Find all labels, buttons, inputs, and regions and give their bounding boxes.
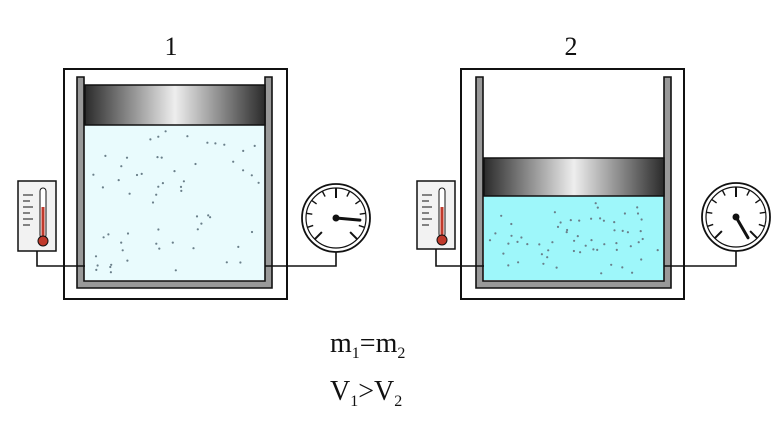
container-2-piston-icon	[483, 157, 665, 197]
container-2: 2	[416, 32, 771, 300]
container-1-pressure-gauge-icon	[301, 183, 371, 253]
container-1-gauge-wire	[265, 251, 337, 267]
container-2-walls	[475, 76, 672, 289]
container-2-gas	[484, 196, 664, 280]
container-2-pressure-gauge-icon	[701, 182, 771, 252]
container-1-piston-icon	[84, 84, 266, 126]
mass-equation: m1=m2	[330, 328, 405, 362]
container-1: 1	[17, 32, 371, 300]
container-2-thermometer-icon	[416, 180, 456, 250]
container-1-thermo-wire	[36, 251, 85, 267]
container-1-particles	[92, 130, 260, 274]
container-1-walls	[76, 76, 273, 289]
container-2-label: 2	[565, 32, 578, 61]
container-1-thermometer-icon	[17, 180, 57, 252]
container-2-thermo-wire	[435, 249, 484, 267]
container-1-gas	[85, 125, 265, 280]
container-1-label: 1	[165, 32, 178, 61]
container-2-particles	[488, 202, 659, 275]
container-2-gauge-wire	[664, 251, 737, 267]
volume-equation: V1>V2	[330, 376, 402, 410]
